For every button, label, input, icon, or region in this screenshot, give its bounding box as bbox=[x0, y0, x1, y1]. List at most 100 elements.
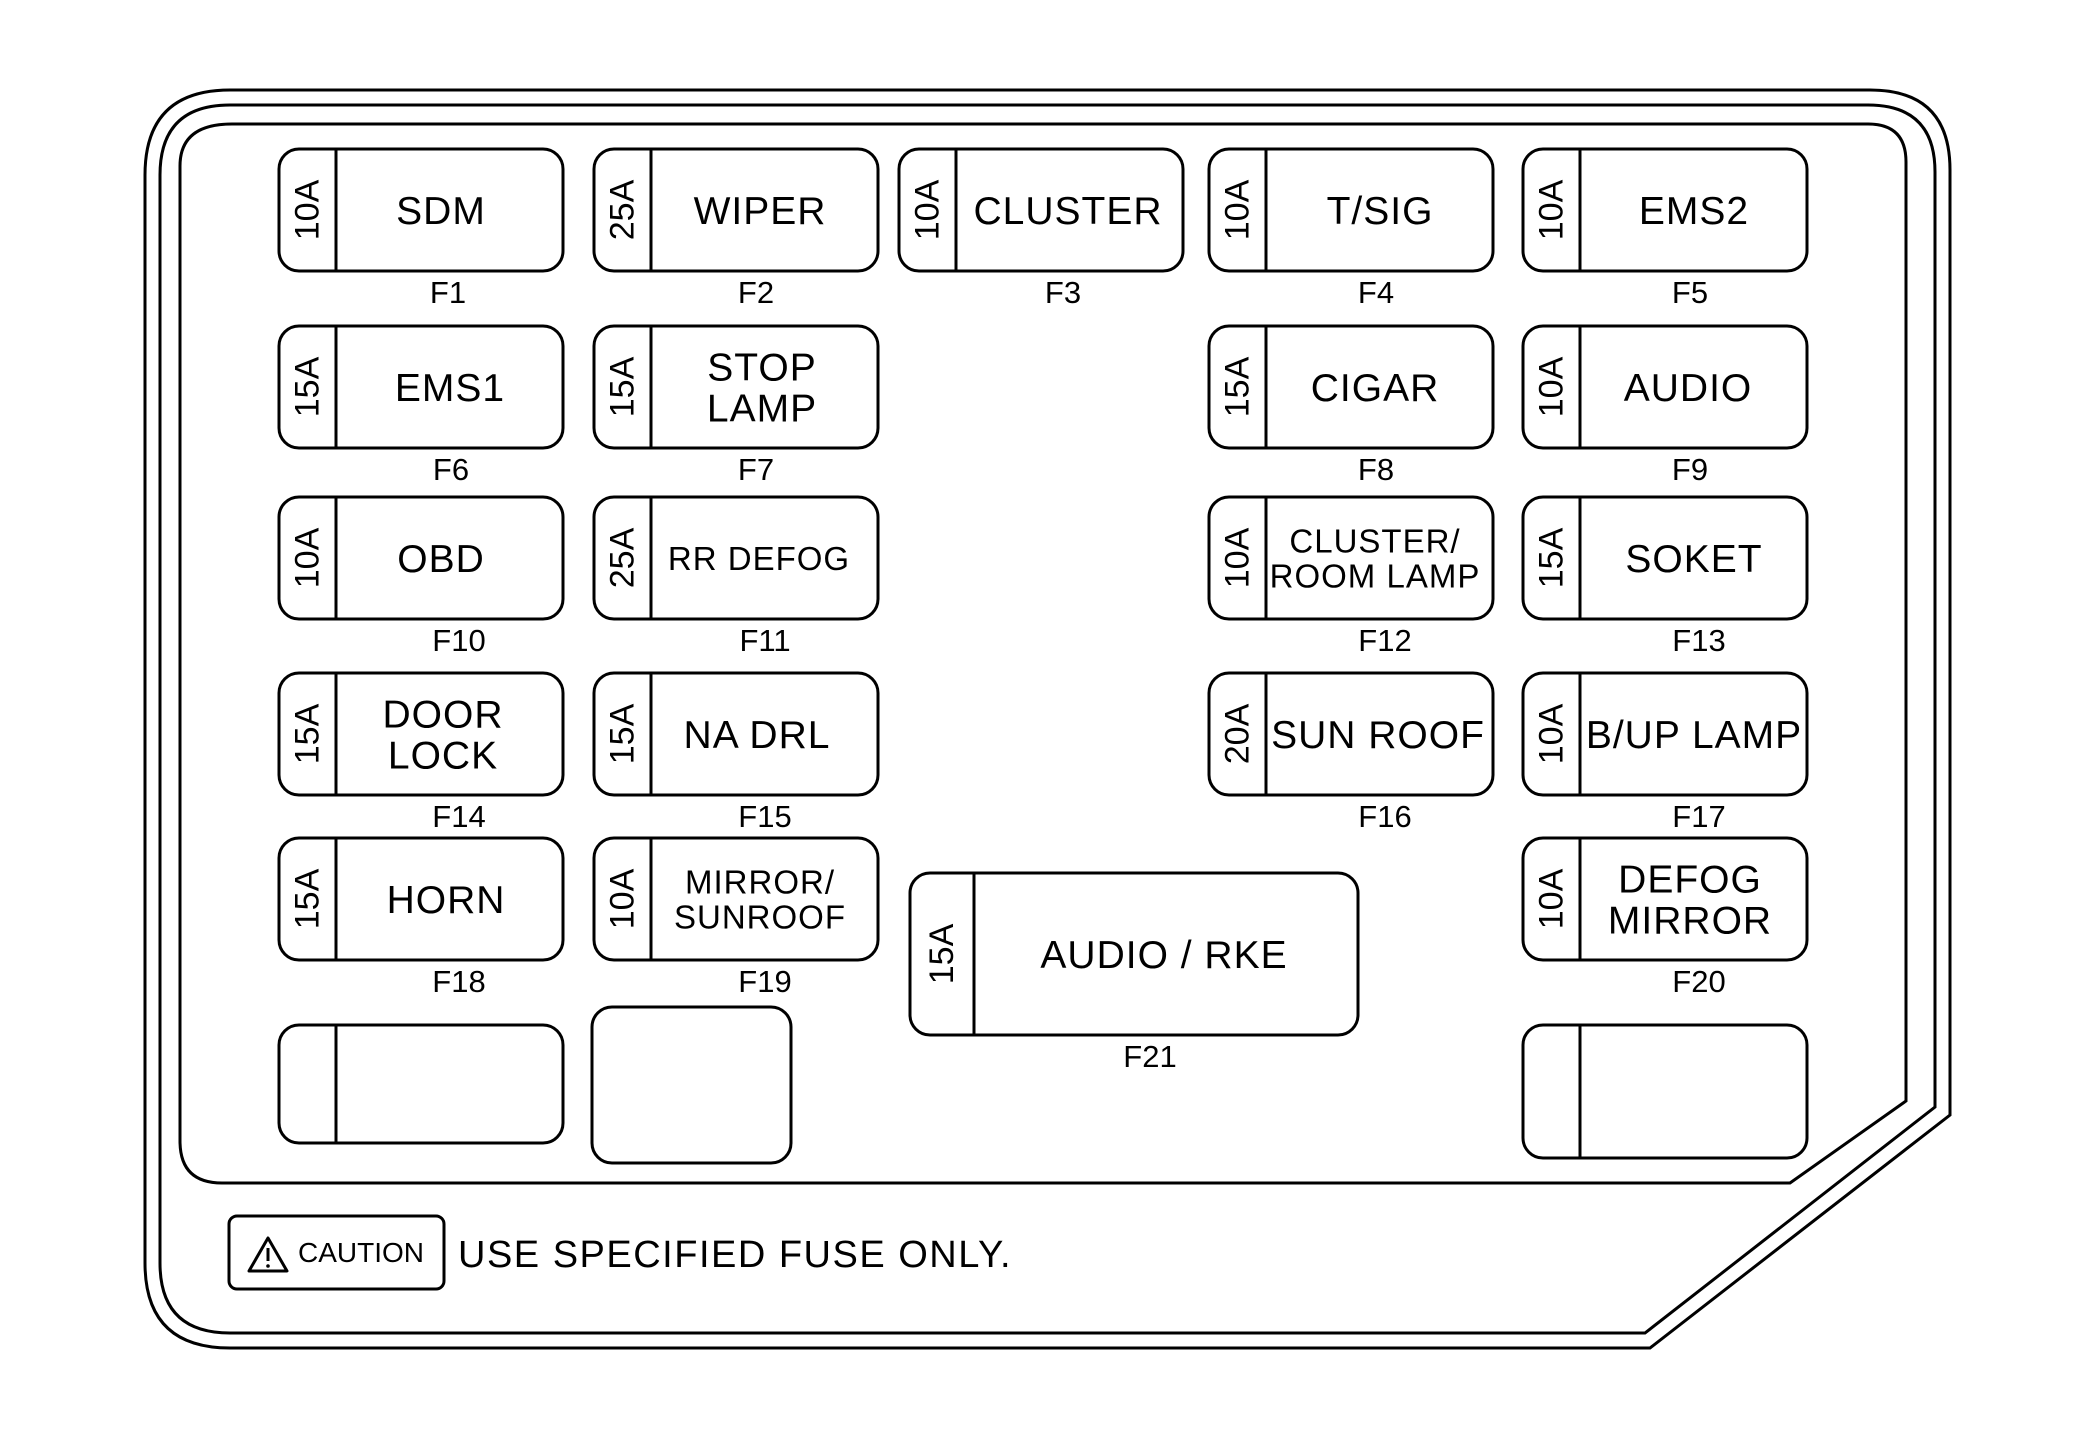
fuse-amp-rating: 10A bbox=[1533, 356, 1571, 417]
fuse-id-label: F16 bbox=[1358, 799, 1411, 834]
fuse-name-line: T/SIG bbox=[1327, 190, 1434, 233]
fuse-body bbox=[592, 671, 880, 797]
fuse-body bbox=[897, 147, 1185, 273]
fuse-amp-rating: 10A bbox=[1533, 703, 1571, 764]
fuse-name-line: DOOR bbox=[383, 694, 504, 737]
fuse-name-line: OBD bbox=[397, 538, 485, 581]
fuse-id-label: F15 bbox=[738, 799, 791, 834]
fuse-body bbox=[1207, 495, 1495, 621]
fuse-amp-rating: 10A bbox=[289, 527, 327, 588]
caution-text: USE SPECIFIED FUSE ONLY. bbox=[458, 1234, 1012, 1276]
fuse-id-label: F1 bbox=[430, 275, 466, 310]
fuse-body bbox=[1207, 147, 1495, 273]
fuse-name-line: SUNROOF bbox=[674, 898, 846, 935]
housing-outline-mid bbox=[158, 103, 1937, 1335]
fuse-name-line: SUN ROOF bbox=[1271, 714, 1485, 757]
fuse-id-label: F2 bbox=[738, 275, 774, 310]
fuse-id-label: F21 bbox=[1123, 1039, 1176, 1074]
fuse-name-line: AUDIO bbox=[1624, 367, 1753, 410]
housing-outline-inner bbox=[178, 122, 1908, 1185]
fuse-name-line: B/UP LAMP bbox=[1586, 714, 1802, 757]
fuse-id-label: F17 bbox=[1672, 799, 1725, 834]
fuse-body bbox=[277, 324, 565, 450]
fuse-amp-rating: 10A bbox=[909, 179, 947, 240]
fuse-body bbox=[277, 147, 565, 273]
caution-label: CAUTION bbox=[298, 1237, 424, 1268]
spare-slot-body bbox=[590, 1005, 793, 1165]
fuse-name-line: STOP bbox=[707, 347, 816, 390]
fuse-id-label: F11 bbox=[739, 623, 790, 658]
fuse-id-label: F20 bbox=[1672, 964, 1725, 999]
fuse-body bbox=[277, 495, 565, 621]
fuse-amp-rating: 15A bbox=[604, 356, 642, 417]
fuse-amp-rating: 10A bbox=[604, 868, 642, 929]
fuse-id-label: F7 bbox=[738, 452, 774, 487]
fuse-amp-rating: 10A bbox=[1219, 179, 1257, 240]
fuse-body bbox=[277, 836, 565, 962]
fuse-amp-rating: 15A bbox=[289, 703, 327, 764]
fuse-body bbox=[1521, 495, 1809, 621]
spare-slot-body bbox=[1521, 1023, 1809, 1160]
fuse-body bbox=[592, 324, 880, 450]
fuse-id-label: F10 bbox=[432, 623, 485, 658]
fuse-amp-rating: 15A bbox=[289, 868, 327, 929]
fuse-body bbox=[1521, 324, 1809, 450]
fuse-id-label: F5 bbox=[1672, 275, 1708, 310]
fuse-name-line: SOKET bbox=[1625, 538, 1762, 581]
fuse-amp-rating: 15A bbox=[289, 356, 327, 417]
fuse-body bbox=[908, 871, 1360, 1037]
fuse-amp-rating: 20A bbox=[1219, 703, 1257, 764]
fuse-name-line: NA DRL bbox=[684, 714, 831, 757]
fuse-name-line: SDM bbox=[396, 190, 486, 233]
fuse-box-housing bbox=[143, 88, 1952, 1350]
fuse-f15: 15A NA DRL F15 bbox=[592, 671, 880, 834]
fuse-id-label: F14 bbox=[432, 799, 485, 834]
spare-fuse-slot-middle bbox=[590, 1005, 793, 1165]
fuse-name-line: CIGAR bbox=[1311, 367, 1440, 410]
fuse-name-line: WIPER bbox=[694, 190, 827, 233]
fuse-id-label: F13 bbox=[1672, 623, 1725, 658]
housing-outline-outer bbox=[143, 88, 1952, 1350]
fuse-body bbox=[277, 671, 565, 797]
fuse-name-line: MIRROR bbox=[1608, 900, 1772, 943]
fuse-body bbox=[1207, 671, 1495, 797]
fuse-name-line: ROOM LAMP bbox=[1270, 557, 1481, 594]
warning-triangle-icon bbox=[247, 1236, 289, 1273]
spare-fuse-slot-right bbox=[1521, 1023, 1809, 1160]
fuse-body bbox=[1521, 671, 1809, 797]
fuse-name-line: DEFOG bbox=[1618, 859, 1762, 902]
fuse-f21: 15A AUDIO / RKE F21 bbox=[908, 871, 1360, 1074]
fuse-id-label: F4 bbox=[1358, 275, 1394, 310]
fuse-amp-rating: 10A bbox=[1533, 179, 1571, 240]
fuse-amp-rating: 15A bbox=[1533, 527, 1571, 588]
fuse-amp-rating: 15A bbox=[1219, 356, 1257, 417]
fuse-amp-rating: 15A bbox=[923, 923, 961, 984]
fuse-amp-rating: 10A bbox=[289, 179, 327, 240]
fuse-name-line: LOCK bbox=[388, 735, 498, 778]
fuse-body bbox=[1521, 836, 1809, 962]
fuse-name-line: MIRROR/ bbox=[685, 863, 835, 900]
fuse-name-line: RR DEFOG bbox=[668, 540, 850, 577]
fuse-amp-rating: 25A bbox=[604, 179, 642, 240]
caution-notice: CAUTION USE SPECIFIED FUSE ONLY. bbox=[227, 1214, 1012, 1291]
fuse-name-line: AUDIO / RKE bbox=[1040, 934, 1287, 977]
fuse-id-label: F19 bbox=[738, 964, 791, 999]
fuse-id-label: F18 bbox=[432, 964, 485, 999]
fuse-body bbox=[592, 495, 880, 621]
fuse-amp-rating: 15A bbox=[604, 703, 642, 764]
fuse-amp-rating: 10A bbox=[1533, 868, 1571, 929]
fuse-body bbox=[1521, 147, 1809, 273]
fuse-name-line: EMS1 bbox=[395, 367, 505, 410]
fuse-id-label: F3 bbox=[1045, 275, 1081, 310]
fuse-name-line: CLUSTER/ bbox=[1289, 522, 1460, 559]
